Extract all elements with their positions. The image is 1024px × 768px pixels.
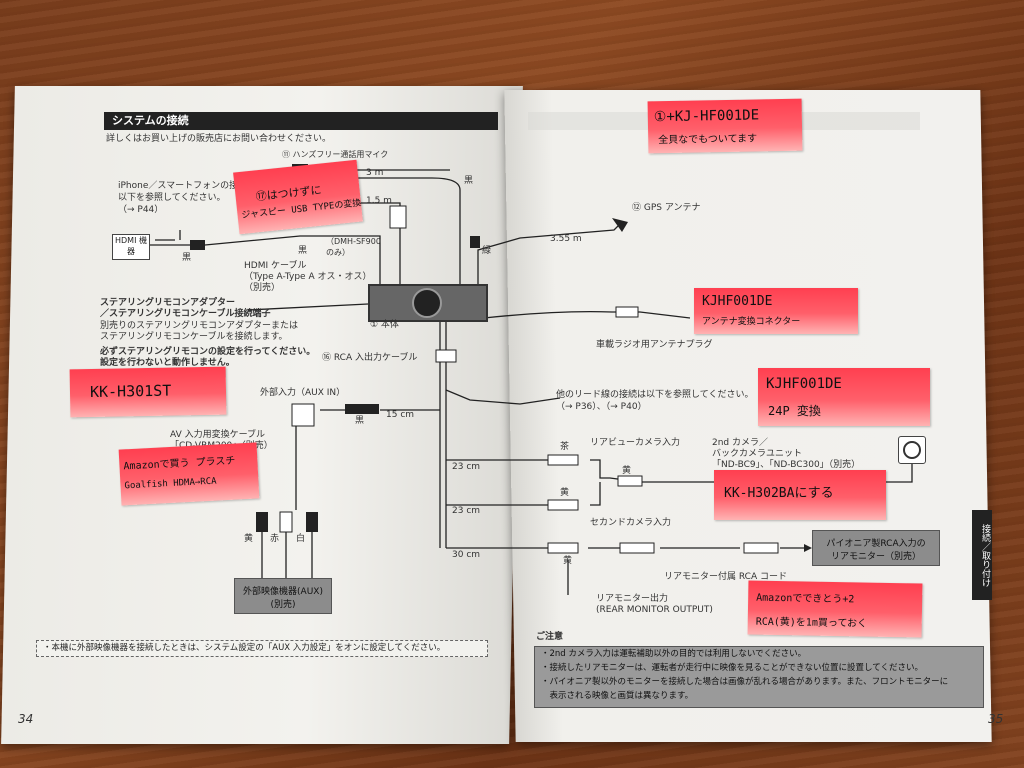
- rear-mon-output-label-2: (REAR MONITOR OUTPUT): [596, 605, 713, 615]
- length-3m: 3 m: [366, 168, 384, 178]
- pioneer-monitor-label-2: リアモニター（別売）: [830, 552, 921, 562]
- caution-item-1: ・2nd カメラ入力は運転補助以外の目的では利用しないでください。: [541, 649, 807, 659]
- sticky-note-1: ⑰はつけずに ジャスピー USB TYPEの変換: [233, 159, 363, 235]
- camera-unit-icon: [898, 436, 926, 464]
- caution-item-3: ・パイオニア製以外のモニターを接続した場合は画像が乱れる場合があります。また、フ…: [541, 677, 949, 687]
- sticky-note-4-line-2: 全貝なでもついてます: [658, 133, 758, 147]
- sticky-note-7: KK-H302BAにする: [714, 470, 886, 520]
- aux-device-label-2: (別売): [270, 600, 296, 610]
- hdmi-black-label-2: 黒: [298, 246, 308, 256]
- aux-setting-note: ・本機に外部映像機器を接続したときは、システム設定の「AUX 入力設定」をオンに…: [36, 640, 488, 657]
- iphone-note-2: 以下を参照してください。: [118, 193, 226, 203]
- aux-device-box: 外部映像機器(AUX) (別売): [234, 578, 332, 614]
- caution-box: ・2nd カメラ入力は運転補助以外の目的では利用しないでください。 ・接続したリ…: [534, 646, 984, 708]
- other-leads-1: 他のリード線の接続は以下を参照してください。: [556, 390, 754, 400]
- hdmi-device-box: HDMI 機器: [112, 234, 150, 260]
- hdmi-cable-label-3: （別売）: [244, 283, 281, 293]
- rear-mon-yellow-label: 黄: [563, 556, 573, 566]
- cam-yellow-label: 黄: [622, 466, 632, 476]
- gps-green-label: 緑: [482, 246, 492, 256]
- hdmi-cable-label-2: （Type A-Type A オス・オス）: [244, 272, 372, 282]
- section-side-tab: 接続／取り付け: [972, 510, 992, 600]
- aux-white-label: 白: [296, 534, 306, 544]
- steering-desc-1: 別売りのステアリングリモコンアダプターまたは: [100, 321, 299, 331]
- aux-black-label: 黒: [355, 416, 365, 426]
- pioneer-monitor-box: パイオニア製RCA入力の リアモニター（別売）: [812, 530, 940, 566]
- main-unit-knob: [412, 288, 442, 318]
- sticky-note-4: ①+KJ-HF001DE 全貝なでもついてます: [647, 98, 803, 154]
- sticky-note-3-line-2: Goalfish HDMA→RCA: [124, 476, 217, 492]
- section-side-tab-label: 接続／取り付け: [980, 523, 990, 587]
- sticky-note-5: KJHF001DE アンテナ変換コネクター: [694, 288, 858, 334]
- sticky-note-2-text: KK-H301ST: [89, 381, 172, 402]
- sticky-note-6-line-1: KJHF001DE: [766, 376, 842, 392]
- section-title: システムの接続: [104, 112, 498, 130]
- gps-label: ⑫ GPS アンテナ: [632, 203, 701, 213]
- sticky-note-6: KJHF001DE 24P 変換: [758, 368, 930, 426]
- length-15cm: 15 cm: [386, 410, 415, 420]
- second-cam-yellow-label: 黄: [560, 488, 570, 498]
- second-cam-label-2: バックカメラユニット: [712, 449, 803, 459]
- steering-warning-2: 設定を行わないと動作しません。: [100, 358, 235, 368]
- second-cam-input-label: セカンドカメラ入力: [590, 518, 672, 528]
- caution-item-4: 表示される映像と画質は異なります。: [541, 691, 694, 701]
- aux-red-label: 赤: [270, 534, 280, 544]
- av-cable-label-1: AV 入力用変換ケーブル: [170, 430, 266, 440]
- length-30cm: 30 cm: [452, 550, 481, 560]
- sticky-note-5-line-2: アンテナ変換コネクター: [702, 317, 801, 327]
- hdmi-black-label: 黒: [182, 253, 192, 263]
- other-leads-2: （→ P36）、（→ P40）: [556, 402, 647, 412]
- pioneer-monitor-label-1: パイオニア製RCA入力の: [826, 539, 926, 549]
- radio-plug-label: 車載ラジオ用アンテナプラグ: [596, 340, 713, 350]
- sticky-note-8-line-2: RCA(黄)を1m買っておく: [755, 616, 868, 630]
- length-23cm-1: 23 cm: [452, 462, 481, 472]
- steering-title-2: ／ステアリングリモコンケーブル接続端子: [100, 309, 271, 319]
- mic-black-label: 黒: [464, 176, 474, 186]
- sticky-note-8-line-1: Amazonでできとう+2: [756, 592, 855, 606]
- intro-text: 詳しくはお買い上げの販売店にお問い合わせください。: [106, 134, 332, 144]
- main-unit-label: ① 本体: [370, 320, 399, 330]
- rear-view-brown-label: 茶: [560, 442, 570, 452]
- steering-warning-1: 必ずステアリングリモコンの設定を行ってください。: [100, 347, 316, 357]
- sticky-note-4-line-1: ①+KJ-HF001DE: [653, 107, 760, 126]
- sticky-note-7-text: KK-H302BAにする: [724, 486, 834, 501]
- iphone-note-3: （→ P44）: [118, 205, 164, 215]
- sticky-note-5-line-1: KJHF001DE: [702, 294, 773, 309]
- aux-in-label: 外部入力（AUX IN）: [260, 388, 346, 398]
- caution-item-2: ・接続したリアモニターは、運転者が走行中に映像を見ることができない位置に設置して…: [541, 663, 923, 673]
- sticky-note-3: Amazonで買う プラスチ Goalfish HDMA→RCA: [118, 442, 260, 506]
- page-number-left: 34: [18, 712, 34, 726]
- mic-label: ⑪ ハンズフリー通話用マイク: [282, 150, 389, 159]
- aux-device-label-1: 外部映像機器(AUX): [243, 587, 323, 597]
- dmh-label: （DMH-SF900 のみ）: [326, 237, 381, 257]
- steering-title-1: ステアリングリモコンアダプター: [100, 298, 236, 308]
- sticky-note-6-line-2: 24P 変換: [768, 404, 821, 418]
- steering-desc-2: ステアリングリモコンケーブルを接続します。: [100, 332, 288, 342]
- sticky-note-3-line-1: Amazonで買う プラスチ: [123, 455, 236, 473]
- rear-mon-output-label-1: リアモニター出力: [596, 594, 669, 604]
- caution-title: ご注意: [536, 632, 564, 642]
- length-3-55m: 3.55 m: [550, 234, 582, 244]
- sticky-note-2: KK-H301ST: [69, 366, 227, 418]
- iphone-note-1: iPhone／スマートフォンの接続は: [118, 181, 257, 191]
- second-cam-label-1: 2nd カメラ／: [712, 438, 769, 448]
- rca-cable-label: ⑯ RCA 入出力ケーブル: [322, 353, 418, 363]
- aux-yellow-label: 黄: [244, 534, 254, 544]
- rear-mon-rca-label: リアモニター付属 RCA コード: [664, 572, 787, 582]
- rear-view-input-label: リアビューカメラ入力: [590, 438, 681, 448]
- page-number-right: 35: [988, 712, 1004, 726]
- length-23cm-2: 23 cm: [452, 506, 481, 516]
- hdmi-cable-label-1: HDMI ケーブル: [244, 261, 307, 271]
- second-cam-label-3: 「ND-BC9」、「ND-BC300」（別売）: [712, 460, 861, 470]
- length-1-5m: 1.5 m: [366, 196, 392, 206]
- sticky-note-8: Amazonでできとう+2 RCA(黄)を1m買っておく: [747, 580, 923, 638]
